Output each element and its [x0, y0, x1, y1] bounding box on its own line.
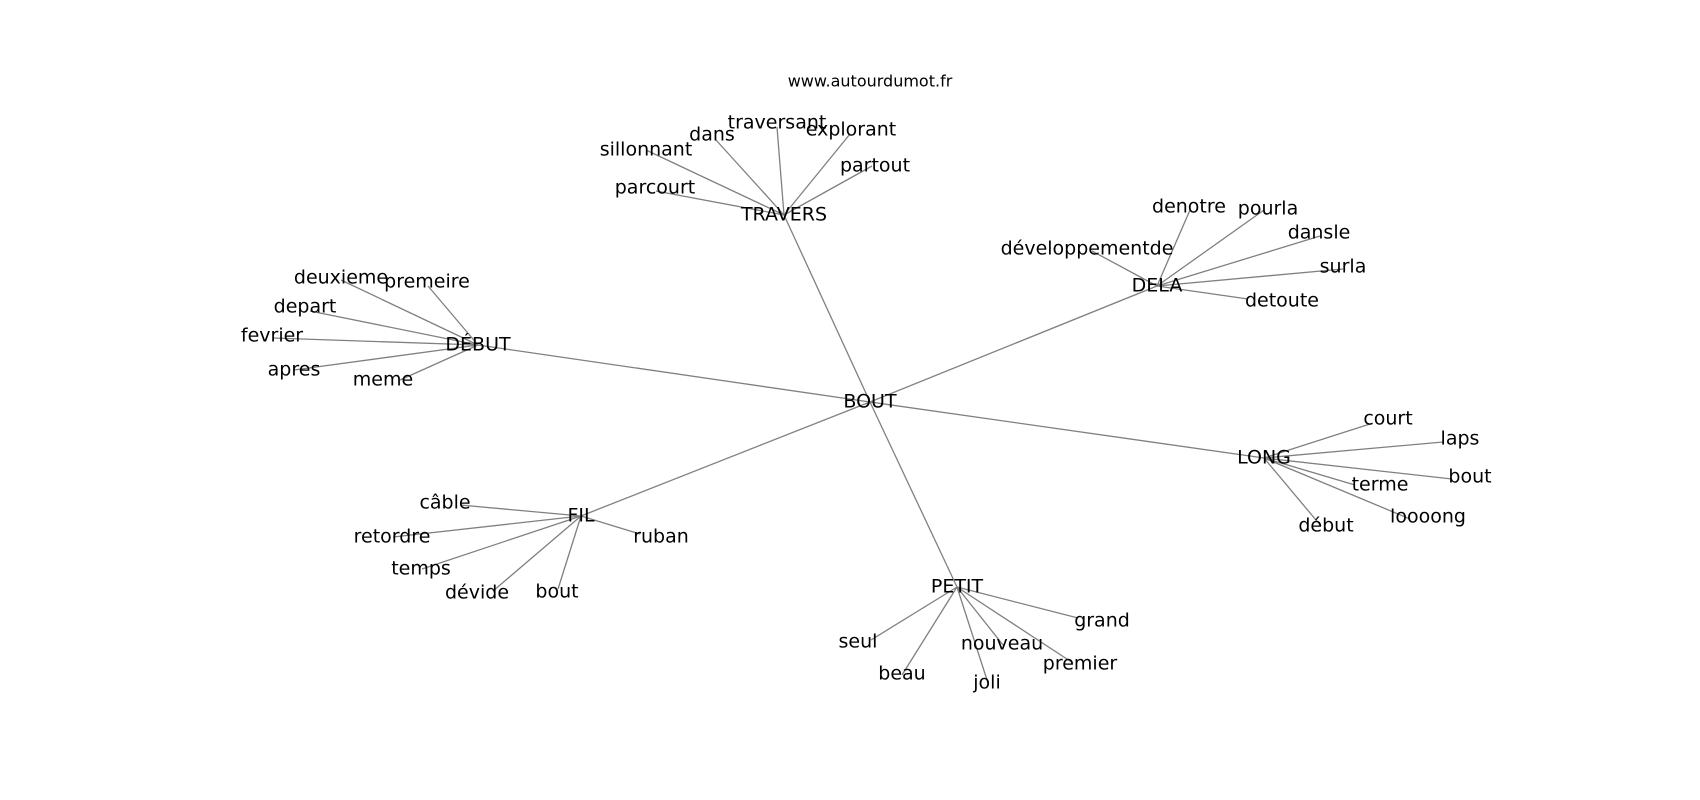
leaf-node-petit: premier: [1043, 653, 1118, 675]
edge-debut-leaf: [427, 285, 479, 346]
leaf-node-long: court: [1363, 408, 1412, 430]
edge-long-leaf: [1263, 423, 1371, 459]
graph-edges: [272, 126, 1453, 684]
leaf-node-petit: beau: [878, 663, 925, 685]
edge-long-leaf: [1263, 457, 1322, 527]
edge-center-dela: [869, 285, 1158, 403]
edge-center-long: [869, 401, 1265, 459]
edge-petit-leaf: [956, 586, 1074, 664]
leaf-node-long: début: [1298, 515, 1353, 537]
edge-dela-leaf: [1156, 268, 1344, 287]
edge-petit-leaf: [956, 586, 1004, 646]
hub-node-debut: DÉBUT: [445, 333, 511, 356]
edge-dela-leaf: [1156, 285, 1249, 300]
edge-travers-leaf: [715, 139, 785, 216]
edge-petit-leaf: [901, 586, 958, 676]
edge-center-fil: [580, 401, 871, 517]
leaf-node-travers: explorant: [806, 119, 897, 141]
leaf-node-travers: traversant: [728, 112, 827, 134]
leaf-node-fil: dévide: [445, 582, 509, 604]
edge-petit-leaf: [870, 586, 958, 641]
leaf-node-debut: depart: [274, 296, 337, 318]
edge-dela-leaf: [1156, 209, 1265, 287]
leaf-node-travers: parcourt: [615, 177, 695, 199]
leaf-node-fil: bout: [535, 581, 578, 603]
edge-travers-leaf: [783, 133, 851, 216]
edge-long-leaf: [1263, 457, 1411, 520]
edge-fil-leaf: [421, 515, 582, 570]
leaf-node-long: laps: [1441, 428, 1480, 450]
edge-travers-leaf: [776, 126, 785, 216]
edge-debut-leaf: [399, 344, 479, 381]
leaf-node-travers: sillonnant: [600, 139, 693, 161]
leaf-node-long: terme: [1352, 474, 1409, 496]
leaf-node-fil: câble: [419, 492, 470, 514]
leaf-node-dela: detoute: [1245, 290, 1319, 312]
leaf-node-dela: pourla: [1238, 198, 1298, 220]
edge-dela-leaf: [1156, 235, 1321, 287]
leaf-node-long: loooong: [1390, 506, 1466, 528]
edge-center-travers: [783, 214, 871, 403]
edge-long-leaf: [1263, 441, 1444, 459]
leaf-node-debut: deuxieme: [294, 267, 388, 289]
edge-travers-leaf: [783, 165, 873, 216]
edge-travers-leaf: [645, 149, 785, 216]
edge-long-leaf: [1263, 457, 1453, 480]
leaf-node-dela: développementde: [1001, 238, 1174, 260]
leaf-node-petit: seul: [839, 631, 878, 653]
leaf-node-debut: premeire: [384, 271, 470, 293]
leaf-node-debut: fevrier: [241, 325, 303, 347]
edge-debut-leaf: [272, 337, 479, 346]
hub-node-travers: TRAVERS: [740, 204, 827, 226]
hub-node-dela: DELA: [1132, 275, 1183, 297]
leaf-node-petit: nouveau: [961, 633, 1043, 655]
leaf-node-debut: apres: [268, 359, 321, 381]
leaf-node-dela: denotre: [1152, 196, 1226, 218]
hub-node-petit: PETIT: [931, 576, 984, 598]
leaf-node-dela: dansle: [1288, 222, 1351, 244]
center-node-label: BOUT: [843, 391, 897, 413]
graph-labels: www.autourdumot.fr BOUT TRAVERS sillonnan…: [241, 72, 1492, 694]
edge-petit-leaf: [956, 586, 1079, 619]
leaf-node-long: bout: [1448, 466, 1491, 488]
leaf-node-dela: surla: [1320, 256, 1367, 278]
edge-fil-leaf: [392, 515, 582, 538]
leaf-node-travers: partout: [840, 155, 910, 177]
edge-dela-leaf: [1156, 209, 1191, 287]
hub-node-long: LONG: [1237, 447, 1291, 469]
edge-long-leaf: [1263, 457, 1356, 486]
hub-node-fil: FIL: [567, 505, 595, 527]
leaf-node-fil: ruban: [633, 526, 689, 548]
edge-debut-leaf: [340, 279, 479, 346]
edge-travers-leaf: [655, 190, 785, 216]
edge-fil-leaf: [557, 515, 582, 590]
leaf-node-fil: retordre: [354, 526, 431, 548]
leaf-node-travers: dans: [689, 124, 735, 146]
leaf-node-petit: joli: [972, 672, 1000, 694]
leaf-node-fil: temps: [391, 558, 451, 580]
edge-petit-leaf: [956, 586, 989, 684]
edge-debut-leaf: [309, 310, 479, 346]
edge-dela-leaf: [1091, 250, 1158, 287]
edge-fil-leaf: [459, 504, 582, 517]
edge-center-petit: [869, 401, 958, 588]
edge-debut-leaf: [293, 344, 479, 371]
edge-fil-leaf: [580, 515, 641, 535]
edge-fil-leaf: [492, 515, 582, 592]
leaf-node-debut: meme: [353, 369, 413, 391]
leaf-node-petit: grand: [1074, 610, 1130, 632]
site-watermark: www.autourdumot.fr: [788, 72, 953, 91]
edge-center-debut: [477, 344, 871, 403]
